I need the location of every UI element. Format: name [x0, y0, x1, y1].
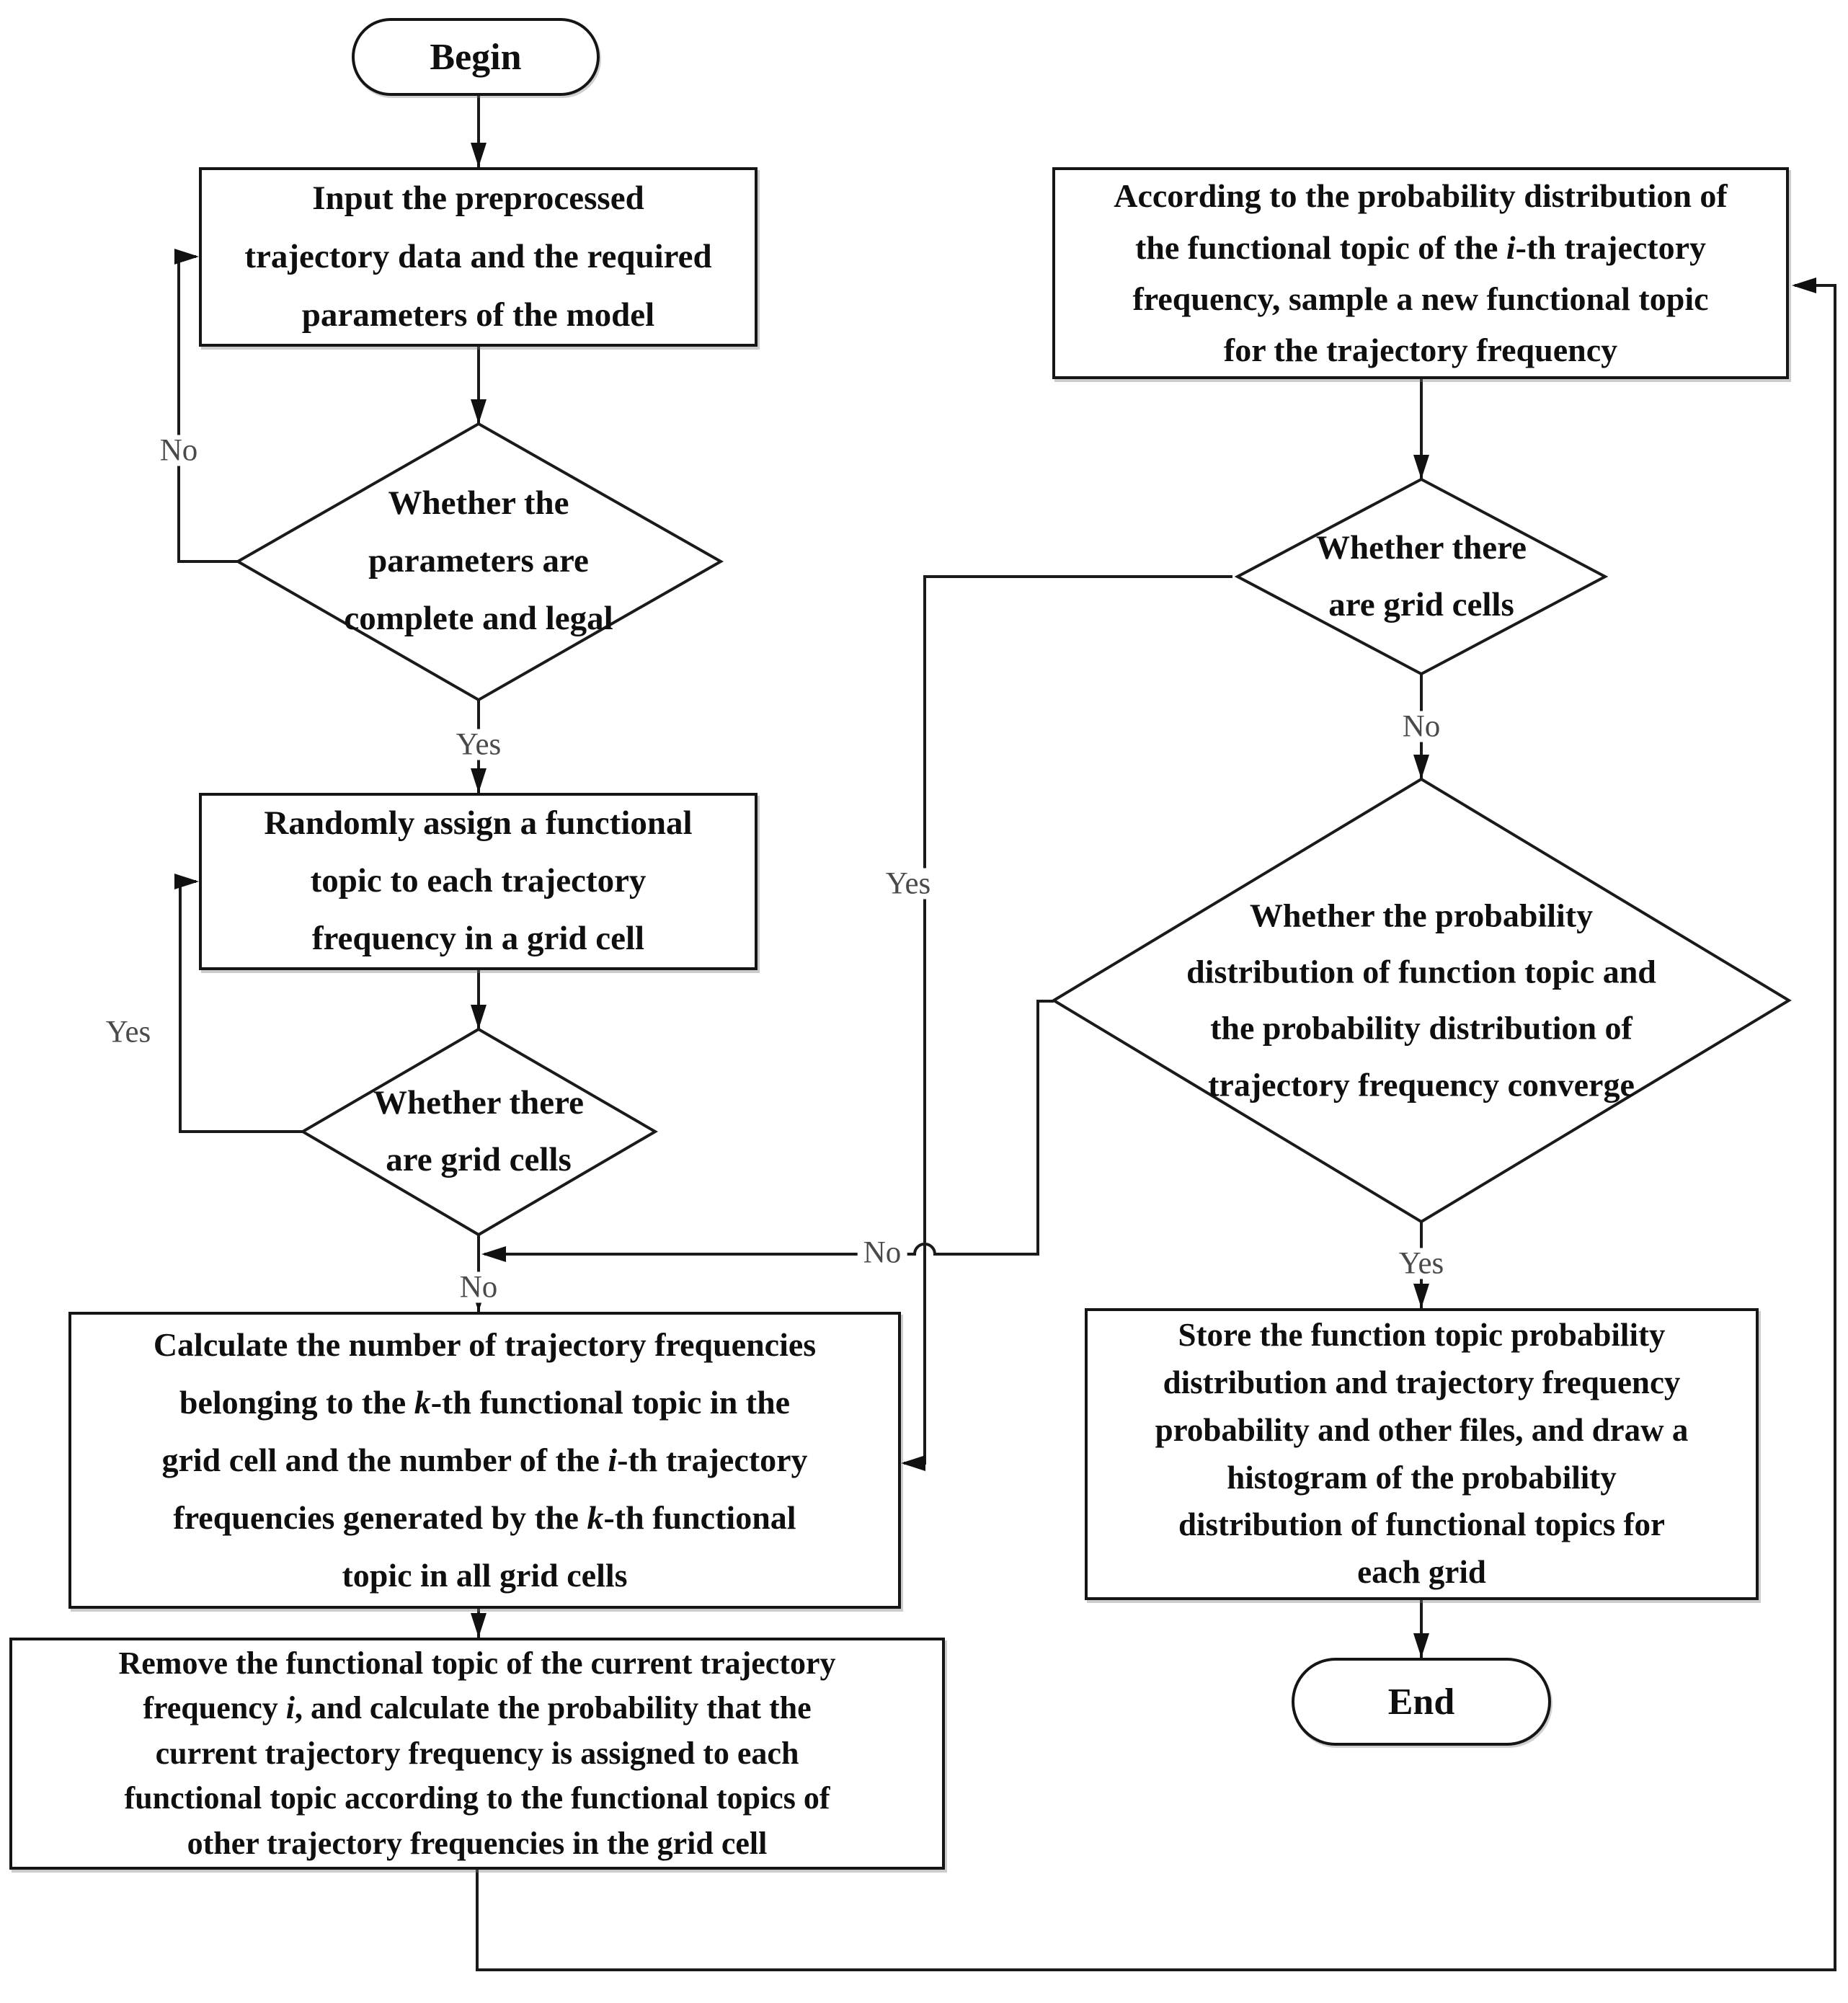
node-random-assign: Randomly assign a functional topic to ea… — [199, 793, 758, 970]
arrowhead-into-param-check — [471, 399, 487, 424]
edge-label-grid-left-yes: Yes — [99, 1016, 157, 1048]
input-text: Input the preprocessed trajectory data a… — [244, 179, 712, 334]
arrowhead-feedback-into-sample — [1792, 277, 1816, 293]
node-remove: Remove the functional topic of the curre… — [9, 1638, 945, 1870]
node-begin: Begin — [352, 18, 600, 96]
end-label: End — [1387, 1681, 1455, 1723]
node-end: End — [1292, 1658, 1551, 1746]
decision-grid-cells-left-shape — [300, 1027, 658, 1237]
calculate-text: Calculate the number of trajectory frequ… — [153, 1325, 817, 1594]
arrowhead-into-random — [471, 768, 487, 793]
edge-label-grid-right-no: No — [1396, 711, 1447, 742]
decision-grid-cells-left-text: Whether there are grid cells — [373, 1084, 584, 1178]
arrowhead-into-store — [1413, 1284, 1429, 1308]
arrowhead-yes-into-random — [174, 874, 199, 889]
decision-grid-cells-right-shape — [1234, 477, 1609, 676]
arrowhead-into-end — [1413, 1633, 1429, 1658]
edge-label-converge-yes: Yes — [1392, 1248, 1450, 1279]
sample-topic-text: According to the probability distributio… — [1114, 177, 1728, 369]
arrowhead-param-no-into-input — [174, 249, 199, 265]
decision-parameters-shape — [234, 422, 724, 702]
edge-label-grid-right-yes: Yes — [879, 868, 937, 900]
edge-label-param-yes: Yes — [450, 729, 507, 760]
edge-label-converge-no: No — [857, 1237, 907, 1269]
decision-converge-text: Whether the probability distribution of … — [1186, 897, 1656, 1103]
arrowhead-into-input — [471, 143, 487, 167]
edge-converge-no — [484, 1000, 1054, 1256]
node-store: Store the function topic probability dis… — [1085, 1308, 1759, 1600]
arrowhead-into-grid-right — [1413, 455, 1429, 479]
decision-parameters-text: Whether the parameters are complete and … — [344, 484, 613, 637]
node-calculate: Calculate the number of trajectory frequ… — [68, 1312, 901, 1609]
begin-label: Begin — [430, 36, 522, 78]
edge-remove-feedback-loop — [476, 284, 1836, 1971]
node-sample-topic: According to the probability distributio… — [1052, 167, 1789, 379]
edge-label-grid-left-no: No — [453, 1271, 504, 1303]
random-assign-text: Randomly assign a functional topic to ea… — [264, 804, 693, 957]
decision-converge-shape — [1051, 777, 1792, 1224]
arrowhead-into-calculate-right — [901, 1455, 925, 1471]
edge-label-param-no: No — [154, 435, 204, 466]
arrowhead-into-remove — [471, 1613, 487, 1638]
store-text: Store the function topic probability dis… — [1155, 1317, 1689, 1590]
arrowhead-converge-no-junction — [481, 1246, 506, 1262]
arrowhead-into-converge — [1413, 755, 1429, 779]
remove-text: Remove the functional topic of the curre… — [118, 1645, 836, 1861]
decision-grid-cells-right-text: Whether there are grid cells — [1316, 529, 1527, 623]
arrowhead-into-grid-left — [471, 1005, 487, 1029]
node-input: Input the preprocessed trajectory data a… — [199, 167, 758, 347]
